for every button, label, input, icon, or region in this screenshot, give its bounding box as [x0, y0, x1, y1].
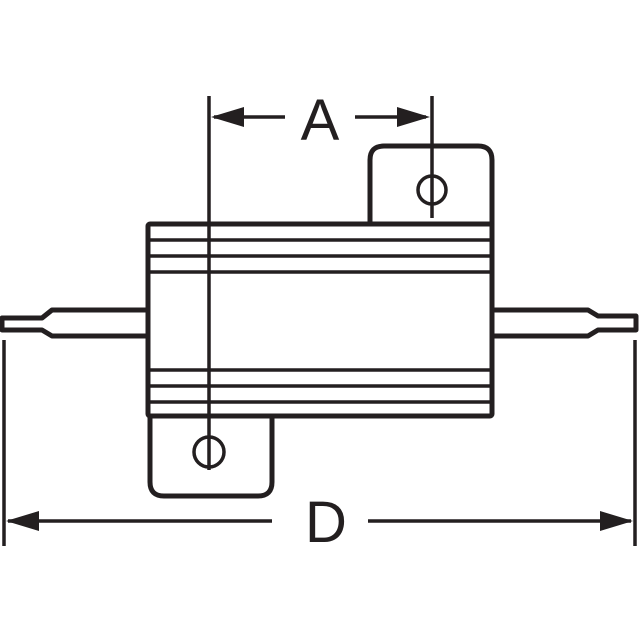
- dimension-d: D: [2, 340, 637, 555]
- dimension-a: A: [207, 88, 434, 470]
- left-lead-wire: [0, 307, 151, 339]
- right-lead-wire: [489, 307, 639, 339]
- resistor-housing: [145, 221, 495, 419]
- dimension-d-label: D: [305, 490, 347, 555]
- dimension-a-label: A: [301, 88, 340, 153]
- dimension-d-right-arrowhead-icon: [600, 511, 633, 531]
- bottom-mounting-tab: [147, 411, 275, 499]
- dimension-a-right-arrowhead-icon: [397, 107, 430, 127]
- dimension-d-left-arrowhead-icon: [6, 511, 39, 531]
- dimension-a-left-arrowhead-icon: [211, 107, 244, 127]
